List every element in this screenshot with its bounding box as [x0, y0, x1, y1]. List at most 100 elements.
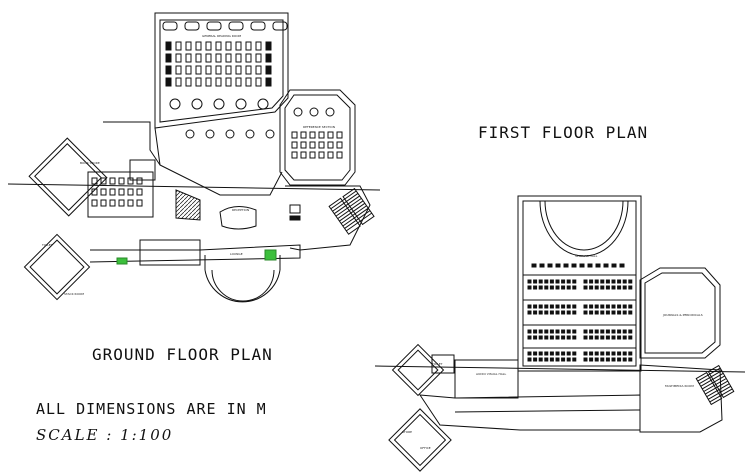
reading-desk	[165, 65, 172, 75]
scale-note: SCALE : 1:100	[36, 426, 174, 444]
reference-seat	[309, 151, 316, 159]
seminar-seat	[533, 279, 538, 284]
reading-desk	[255, 41, 262, 51]
stair-step	[703, 378, 727, 392]
seminar-seat	[583, 285, 588, 290]
seminar-seat	[561, 279, 566, 284]
dimensions-note: ALL DIMENSIONS ARE IN M	[36, 400, 267, 418]
seminar-seat	[594, 304, 599, 309]
seminar-seat	[583, 351, 588, 356]
reading-desk	[185, 41, 192, 51]
seminar-seat	[538, 310, 543, 315]
reading-table	[250, 21, 266, 31]
seminar-seat	[527, 310, 532, 315]
reading-desk	[205, 53, 212, 63]
reading-desk	[265, 65, 272, 75]
seminar-seat	[617, 279, 622, 284]
ground-lower-wall	[89, 244, 301, 263]
ground-floor-plan	[7, 12, 381, 303]
seminar-seat	[589, 329, 594, 334]
reading-hall-wall	[154, 12, 289, 129]
tag-stack-room: STACK ROOM	[64, 292, 84, 296]
seminar-seat	[628, 310, 633, 315]
seminar-seat	[555, 329, 560, 334]
seminar-seat	[533, 329, 538, 334]
seminar-seat	[628, 304, 633, 309]
seminar-seat	[611, 279, 616, 284]
seminar-seat	[527, 357, 532, 362]
seminar-seat	[572, 357, 577, 362]
round-table	[169, 98, 181, 110]
seminar-seat	[589, 285, 594, 290]
seminar-seat	[555, 357, 560, 362]
seminar-seat	[595, 263, 601, 268]
seminar-seat	[605, 357, 610, 362]
study-chair	[118, 177, 125, 185]
first-floor-plan	[374, 195, 746, 472]
seminar-seat	[527, 329, 532, 334]
tag-multimedia: MULTIMEDIA ROOM	[665, 384, 694, 388]
seminar-seat	[566, 357, 571, 362]
seminar-seat	[605, 329, 610, 334]
seminar-seat	[628, 357, 633, 362]
seminar-seat	[563, 263, 569, 268]
seminar-seat	[549, 304, 554, 309]
seminar-seat	[622, 351, 627, 356]
tag-reception: RECEPTION	[232, 208, 250, 212]
reading-desk	[265, 77, 272, 87]
stair-step	[344, 210, 371, 229]
seminar-hall-seating	[527, 263, 633, 362]
study-chair	[109, 188, 116, 196]
seminar-seat	[572, 285, 577, 290]
entrance-porch	[204, 269, 281, 303]
study-chair	[100, 188, 107, 196]
reception-desk	[219, 206, 257, 230]
seminar-seat	[594, 329, 599, 334]
reading-desk	[175, 53, 182, 63]
reading-desk	[205, 65, 212, 75]
seminar-seat	[617, 351, 622, 356]
seminar-seat	[628, 279, 633, 284]
reference-seat	[291, 151, 298, 159]
seminar-seat	[603, 263, 609, 268]
first-floor-title: FIRST FLOOR PLAN	[478, 123, 649, 142]
reading-desk	[195, 65, 202, 75]
seminar-seat	[566, 285, 571, 290]
reading-desk	[185, 53, 192, 63]
seminar-seat	[611, 304, 616, 309]
seminar-seat	[533, 351, 538, 356]
seminar-seat	[566, 304, 571, 309]
reading-desk	[225, 77, 232, 87]
tag-first-toilet: TOILET	[432, 362, 443, 366]
seminar-seat	[611, 285, 616, 290]
study-chair	[100, 199, 107, 207]
seminar-seat	[527, 304, 532, 309]
stair-step	[706, 383, 730, 398]
entrance-porch-inner	[211, 269, 275, 302]
first-toilet-block	[391, 343, 445, 397]
study-chair	[136, 188, 143, 196]
seminar-seat	[611, 310, 616, 315]
seminar-seat	[555, 304, 560, 309]
catalogue-area	[129, 159, 156, 181]
seminar-seat	[572, 304, 577, 309]
seminar-seat	[622, 310, 627, 315]
reading-hall-furniture	[162, 21, 288, 139]
stair-step	[709, 388, 733, 403]
reading-desk	[255, 65, 262, 75]
seminar-seat	[583, 304, 588, 309]
reading-desk	[165, 41, 172, 51]
round-table	[213, 98, 225, 110]
stair-step	[332, 193, 359, 212]
stair-step	[337, 200, 364, 220]
seminar-seat	[600, 304, 605, 309]
left-block-furniture	[91, 177, 143, 207]
study-chair	[100, 177, 107, 185]
study-chair	[127, 199, 134, 207]
lift	[289, 204, 301, 214]
seminar-seat	[589, 357, 594, 362]
reference-seat	[327, 151, 334, 159]
seminar-seat	[594, 335, 599, 340]
study-chair	[91, 188, 98, 196]
